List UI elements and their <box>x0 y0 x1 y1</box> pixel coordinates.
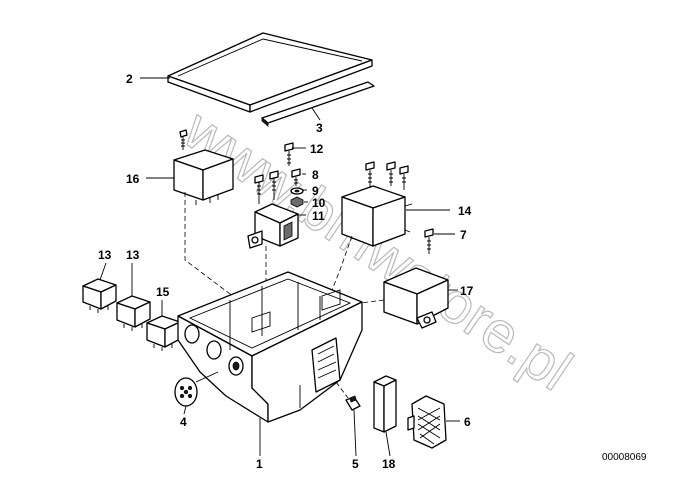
part-relay-11 <box>247 170 299 249</box>
part-fuse-cover-6 <box>407 395 447 449</box>
callout-13-right: 13 <box>126 248 140 262</box>
part-relay-module-14 <box>341 161 413 247</box>
leader-lines <box>99 77 460 457</box>
part-control-module-17 <box>383 267 449 329</box>
part-plug-4 <box>174 371 219 407</box>
part-main-housing <box>177 271 363 423</box>
part-relay-13-left <box>82 278 117 313</box>
callout-4: 4 <box>180 415 187 429</box>
part-cover-lid <box>167 32 373 113</box>
callout-16: 16 <box>126 172 140 186</box>
callout-13-left: 13 <box>98 248 112 262</box>
callout-3: 3 <box>316 121 323 135</box>
part-screw-12 <box>284 142 294 166</box>
callout-8: 8 <box>312 168 319 182</box>
part-screw-7 <box>424 228 434 254</box>
callout-11: 11 <box>312 209 325 223</box>
part-relay-15 <box>146 315 181 351</box>
part-relay-13-right <box>116 295 151 331</box>
drawing-reference-number: 00008069 <box>602 452 647 463</box>
part-relay-module-16 <box>173 129 234 205</box>
callout-15: 15 <box>156 285 170 299</box>
callout-14: 14 <box>458 204 472 218</box>
callout-6: 6 <box>464 415 471 429</box>
part-screw-8 <box>291 168 301 186</box>
part-fuse-5 <box>335 381 361 411</box>
part-seal-strip <box>261 81 375 127</box>
callout-2: 2 <box>126 72 133 86</box>
callout-18: 18 <box>382 457 396 471</box>
callout-1: 1 <box>256 457 263 471</box>
callout-10: 10 <box>312 196 326 210</box>
part-washer-9 <box>290 187 304 195</box>
callout-7: 7 <box>460 228 467 242</box>
part-fuse-strip-18 <box>373 375 397 433</box>
callout-17: 17 <box>460 284 474 298</box>
callout-9: 9 <box>312 184 319 198</box>
callout-5: 5 <box>352 457 359 471</box>
callout-12: 12 <box>310 142 324 156</box>
part-nut-10 <box>290 196 304 208</box>
